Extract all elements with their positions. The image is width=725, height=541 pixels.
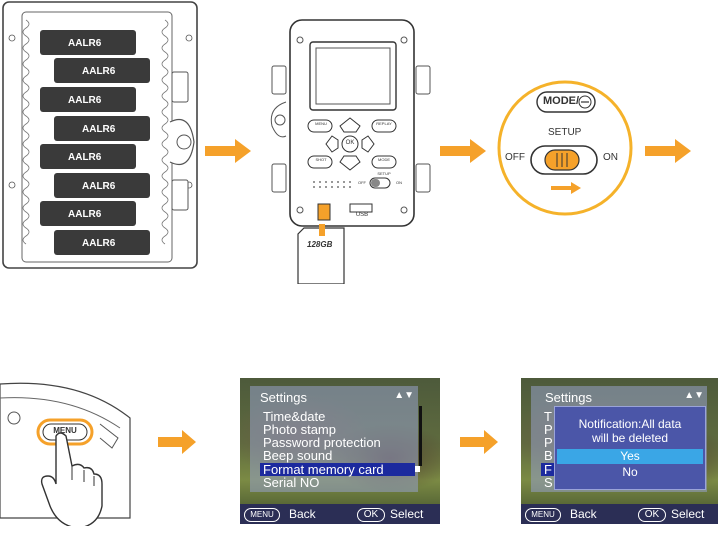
confirm-screen: Settings ▲▼ T P P B F S Notification:All… xyxy=(521,378,718,524)
settings-screen: Settings ▲▼ Time&date Photo stamp Passwo… xyxy=(240,378,440,524)
step-arrow xyxy=(205,139,251,163)
battery-label: AALR6 xyxy=(82,66,116,77)
zoom-on-label: ON xyxy=(603,152,618,163)
menu-letter: B xyxy=(544,448,553,463)
zoom-mode-label: MODE/ xyxy=(543,95,580,107)
yes-button[interactable]: Yes xyxy=(557,449,703,464)
camera-on-label: ON xyxy=(396,180,402,185)
scroll-arrows-icon: ▲▼ xyxy=(394,390,414,401)
battery-row xyxy=(40,30,150,255)
menu-item-password[interactable]: Password protection xyxy=(263,435,381,450)
zoom-off-label: OFF xyxy=(505,152,525,163)
latch-hinge xyxy=(169,71,195,211)
step-arrow xyxy=(158,430,196,454)
settings-footer: MENU Back OK Select xyxy=(240,504,440,524)
camera-menu-label: MENU xyxy=(315,121,327,126)
finger-menu-label: MENU xyxy=(53,426,77,435)
zoom-setup-label: SETUP xyxy=(548,127,582,138)
footer-back: Back xyxy=(570,507,597,521)
menu-letter: P xyxy=(544,422,553,437)
step-arrow xyxy=(645,139,691,163)
selection-marker xyxy=(415,466,420,472)
menu-item-time-date[interactable]: Time&date xyxy=(263,409,326,424)
camera-replay-label: REPLAY xyxy=(376,121,392,126)
battery-label: AALR6 xyxy=(68,38,102,49)
sd-capacity: 128GB xyxy=(307,240,333,249)
notification-line1: Notification:All data xyxy=(578,417,682,431)
menu-letter: T xyxy=(544,409,552,424)
camera-ok-label: OK xyxy=(345,140,355,146)
battery-label: AALR6 xyxy=(82,181,116,192)
battery-label: AALR6 xyxy=(68,95,102,106)
menu-item-photo-stamp[interactable]: Photo stamp xyxy=(263,422,336,437)
step-arrow xyxy=(460,430,498,454)
no-button[interactable]: No xyxy=(622,465,638,479)
footer-back: Back xyxy=(289,507,316,521)
footer-ok-pill: OK xyxy=(357,508,385,522)
camera-setup-label: SETUP xyxy=(377,171,391,176)
camera-mode-label: MODE xyxy=(378,157,390,162)
footer-select: Select xyxy=(390,507,424,521)
camera-body xyxy=(270,19,431,284)
menu-letter-selected: F xyxy=(541,463,555,476)
step-arrow xyxy=(440,139,486,163)
menu-letter: P xyxy=(544,435,553,450)
menu-item-beep[interactable]: Beep sound xyxy=(263,448,333,463)
footer-menu-pill: MENU xyxy=(244,508,280,522)
battery-label: AALR6 xyxy=(68,209,102,220)
delete-notification-dialog: Notification:All data will be deleted Ye… xyxy=(554,406,706,490)
camera-off-label: OFF xyxy=(358,180,366,185)
battery-compartment: AALR6 AALR6 AALR6 AALR6 AALR6 AALR6 AALR… xyxy=(2,1,198,269)
menu-item-serial[interactable]: Serial NO xyxy=(263,475,320,490)
settings-title-bar: Settings ▲▼ xyxy=(260,390,420,408)
footer-menu-pill: MENU xyxy=(525,508,561,522)
footer-select: Select xyxy=(671,507,705,521)
battery-label: AALR6 xyxy=(68,152,102,163)
settings-title: Settings xyxy=(260,390,307,405)
camera-shot-label: SHOT xyxy=(315,157,327,162)
battery-label: AALR6 xyxy=(82,124,116,135)
confirm-title-bar: Settings ▲▼ xyxy=(545,390,710,408)
confirm-title: Settings xyxy=(545,390,592,405)
setup-zoom-circle xyxy=(497,80,633,216)
battery-label: AALR6 xyxy=(82,238,116,249)
footer-ok-pill: OK xyxy=(638,508,666,522)
scroll-arrows-icon: ▲▼ xyxy=(684,390,704,401)
confirm-footer: MENU Back OK Select xyxy=(521,504,718,524)
notification-line2: will be deleted xyxy=(591,431,669,445)
menu-letter: S xyxy=(544,475,553,490)
usb-label: USB xyxy=(355,212,369,218)
menu-item-format[interactable]: Format memory card xyxy=(260,463,415,476)
finger-press-menu xyxy=(0,382,131,526)
scrollbar[interactable] xyxy=(419,406,422,466)
